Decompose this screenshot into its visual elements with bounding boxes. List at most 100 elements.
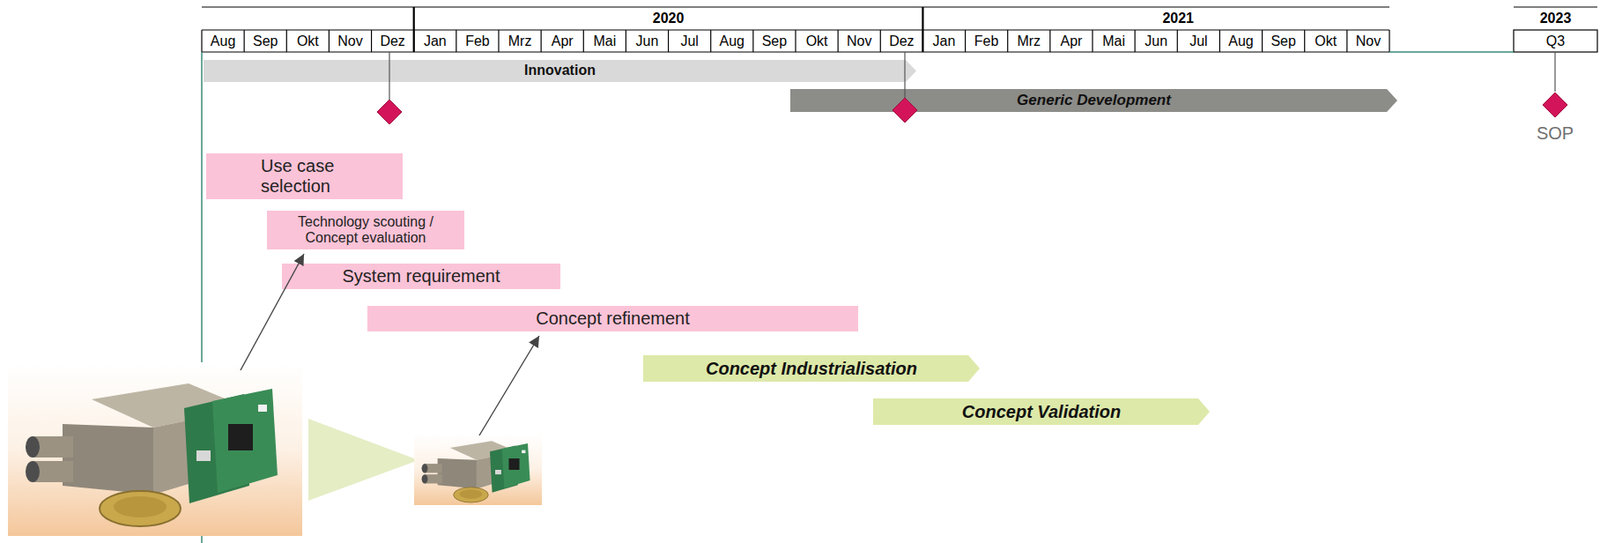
milestone-line — [1554, 51, 1556, 92]
leader-arrow — [479, 335, 540, 436]
bar-label: Concept Industrialisation — [705, 358, 918, 379]
grid-line — [244, 29, 245, 52]
grid-line — [370, 29, 372, 52]
grid-line — [1091, 29, 1093, 52]
grid-line — [1007, 29, 1008, 52]
month-label: Nov — [328, 29, 371, 52]
shape-fill — [281, 263, 561, 289]
shape-fill — [203, 59, 917, 82]
month-label: Jan — [414, 29, 457, 52]
shape-fill — [873, 398, 1210, 425]
shrink-triangle — [308, 418, 419, 501]
leader-arrow — [240, 253, 304, 371]
month-label: Jun — [1134, 29, 1178, 52]
grid-line — [200, 29, 202, 52]
grid-line — [921, 7, 924, 52]
milestone-shape — [1541, 91, 1569, 119]
phase-arrow: Concept Industrialisation — [643, 355, 980, 382]
grid-line — [540, 29, 542, 52]
month-label: Apr — [540, 29, 584, 52]
month-label: Apr — [1050, 29, 1093, 52]
phase-arrow: Generic Development — [790, 88, 1398, 112]
milestone-diamond — [892, 97, 918, 123]
bar-label: Innovation — [524, 62, 596, 79]
month-label: Mrz — [498, 29, 541, 52]
grid-line — [752, 29, 754, 52]
month-label: Aug — [711, 29, 754, 52]
month-label: Dez — [880, 29, 923, 52]
year-label: 2021 — [922, 7, 1434, 30]
grid-line — [413, 7, 415, 52]
grid-line — [1513, 6, 1598, 8]
month-label: Jun — [625, 29, 668, 52]
bar-label: Generic Development — [1016, 91, 1171, 110]
task-bar: Use case selection — [206, 153, 403, 200]
month-label: Nov — [837, 29, 881, 52]
task-bar: Concept refinement — [367, 305, 859, 332]
month-label: Jul — [668, 29, 712, 52]
month-label: Feb — [965, 29, 1008, 52]
shape-fill — [790, 88, 1398, 112]
month-label: Sep — [753, 29, 796, 52]
month-label: Mai — [583, 29, 626, 52]
grid-line — [1388, 29, 1390, 52]
year-label: 2023 — [1513, 7, 1598, 30]
device-photo-small — [422, 440, 531, 503]
shape-fill — [206, 153, 403, 200]
milestone-line — [903, 51, 905, 98]
quarter-cell — [1513, 29, 1598, 52]
month-label: Jan — [922, 29, 965, 52]
header-grid — [201, 7, 1598, 543]
grid-line — [583, 29, 585, 52]
month-label: Aug — [1219, 29, 1262, 52]
grid-line — [455, 29, 457, 52]
grid-line — [328, 29, 330, 52]
grid-line — [837, 29, 839, 52]
grid-line — [667, 29, 669, 52]
grid-line — [710, 29, 712, 52]
photo-background — [7, 362, 303, 536]
year-label: 2020 — [414, 7, 924, 30]
grid-line — [1049, 29, 1051, 52]
grid-line — [286, 29, 288, 52]
month-label: Sep — [1262, 29, 1305, 52]
month-label: Okt — [286, 29, 329, 52]
milestone-label: SOP — [1536, 123, 1574, 144]
grid-line — [1134, 29, 1136, 52]
shape-fill — [266, 210, 465, 250]
task-bar: Technology scouting / Concept evaluation — [266, 210, 465, 250]
month-label: Okt — [795, 29, 838, 52]
grid-line — [964, 29, 966, 52]
shape-fill — [643, 355, 980, 382]
grid-line — [625, 29, 627, 52]
milestone-diamond — [377, 99, 402, 125]
phase-arrow: Innovation — [203, 59, 917, 82]
grid-line — [794, 29, 796, 52]
grid-line — [1303, 29, 1305, 52]
grid-line — [1261, 29, 1263, 52]
grid-line — [201, 6, 1390, 8]
milestone-diamond: SOP — [1536, 91, 1574, 144]
bar-label: Concept refinement — [535, 308, 690, 329]
grid-line — [1346, 29, 1348, 52]
month-label: Okt — [1304, 29, 1348, 52]
shape-fill — [367, 305, 859, 332]
photo-background — [414, 433, 542, 505]
month-label: Mrz — [1007, 29, 1051, 52]
milestone-diamond-shape — [1542, 92, 1568, 118]
month-label: Jul — [1177, 29, 1220, 52]
bar-label: Use case selection — [260, 155, 367, 197]
month-label: Sep — [244, 29, 287, 52]
bar-label: System requirement — [342, 266, 501, 287]
grid-line — [497, 29, 499, 52]
device-photo-large — [25, 383, 278, 526]
phase-arrow: Concept Validation — [873, 398, 1210, 425]
month-label: Mai — [1092, 29, 1135, 52]
grid-line — [1177, 29, 1178, 52]
month-label: Feb — [456, 29, 499, 52]
month-label: Nov — [1347, 29, 1390, 52]
bar-label: Technology scouting / Concept evaluation — [277, 214, 454, 247]
task-bar: System requirement — [281, 263, 561, 289]
axis-line — [1389, 51, 1514, 53]
